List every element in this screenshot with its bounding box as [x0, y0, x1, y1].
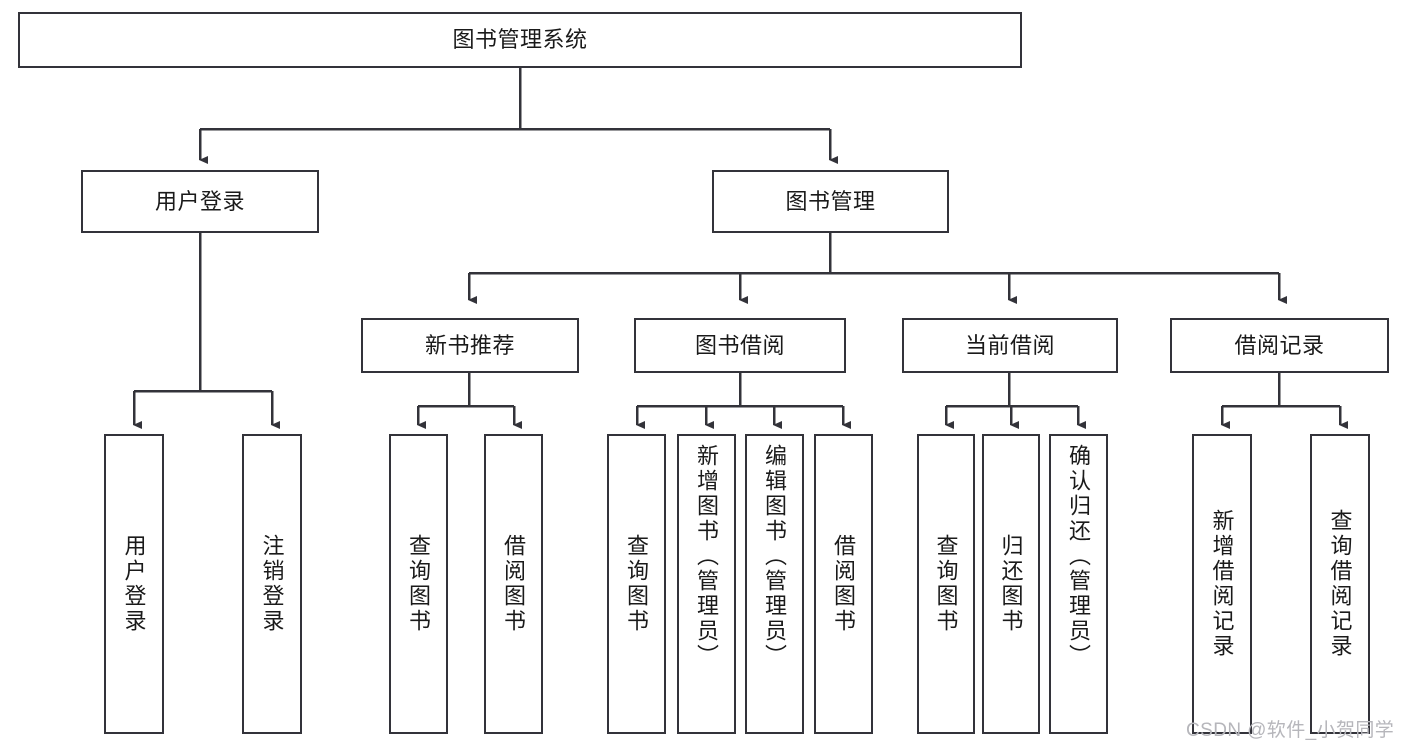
node-leaf-add-book-admin[interactable]: 新增图书（管理员）	[677, 434, 736, 734]
node-leaf-query-book-recommend[interactable]: 查询图书	[389, 434, 448, 734]
node-leaf-query-book-borrow[interactable]: 查询图书	[607, 434, 666, 734]
node-new-book-recommend-label: 新书推荐	[424, 332, 515, 358]
node-leaf-query-book-borrow-label: 查询图书	[624, 534, 650, 634]
node-current-borrow-label: 当前借阅	[964, 332, 1055, 358]
node-leaf-edit-book-admin[interactable]: 编辑图书（管理员）	[745, 434, 804, 734]
node-user-login[interactable]: 用户登录	[81, 170, 319, 233]
node-leaf-borrow-book-recommend-label: 借阅图书	[501, 534, 527, 634]
node-leaf-add-borrow-record[interactable]: 新增借阅记录	[1192, 434, 1252, 734]
node-current-borrow[interactable]: 当前借阅	[902, 318, 1118, 373]
node-leaf-lend-book[interactable]: 借阅图书	[814, 434, 873, 734]
node-leaf-query-book-recommend-label: 查询图书	[406, 534, 432, 634]
node-leaf-query-borrow-record-label: 查询借阅记录	[1327, 509, 1353, 659]
node-leaf-confirm-return-admin[interactable]: 确认归还（管理员）	[1049, 434, 1108, 734]
node-leaf-confirm-return-admin-label: 确认归还（管理员）	[1066, 444, 1092, 669]
node-leaf-query-book-current[interactable]: 查询图书	[917, 434, 975, 734]
node-leaf-logout-label: 注销登录	[259, 534, 285, 634]
node-book-management-label: 图书管理	[785, 188, 876, 214]
node-book-borrow[interactable]: 图书借阅	[634, 318, 846, 373]
node-leaf-add-book-admin-label: 新增图书（管理员）	[694, 444, 720, 669]
node-leaf-lend-book-label: 借阅图书	[831, 534, 857, 634]
node-root-system[interactable]: 图书管理系统	[18, 12, 1022, 68]
node-leaf-user-login-label: 用户登录	[121, 534, 147, 634]
node-book-management[interactable]: 图书管理	[712, 170, 949, 233]
node-book-borrow-label: 图书借阅	[694, 332, 785, 358]
node-root-label: 图书管理系统	[452, 27, 588, 52]
node-leaf-add-borrow-record-label: 新增借阅记录	[1209, 509, 1235, 659]
node-borrow-record-label: 借阅记录	[1234, 332, 1325, 358]
node-leaf-user-login[interactable]: 用户登录	[104, 434, 164, 734]
node-leaf-return-book[interactable]: 归还图书	[982, 434, 1040, 734]
node-new-book-recommend[interactable]: 新书推荐	[361, 318, 579, 373]
node-leaf-query-book-current-label: 查询图书	[933, 534, 959, 634]
node-leaf-return-book-label: 归还图书	[998, 534, 1024, 634]
node-borrow-record[interactable]: 借阅记录	[1170, 318, 1389, 373]
node-leaf-logout[interactable]: 注销登录	[242, 434, 302, 734]
node-leaf-query-borrow-record[interactable]: 查询借阅记录	[1310, 434, 1370, 734]
node-leaf-edit-book-admin-label: 编辑图书（管理员）	[762, 444, 788, 669]
node-user-login-label: 用户登录	[154, 188, 245, 214]
node-leaf-borrow-book-recommend[interactable]: 借阅图书	[484, 434, 543, 734]
csdn-watermark: CSDN @软件_小贺同学	[1186, 720, 1395, 741]
